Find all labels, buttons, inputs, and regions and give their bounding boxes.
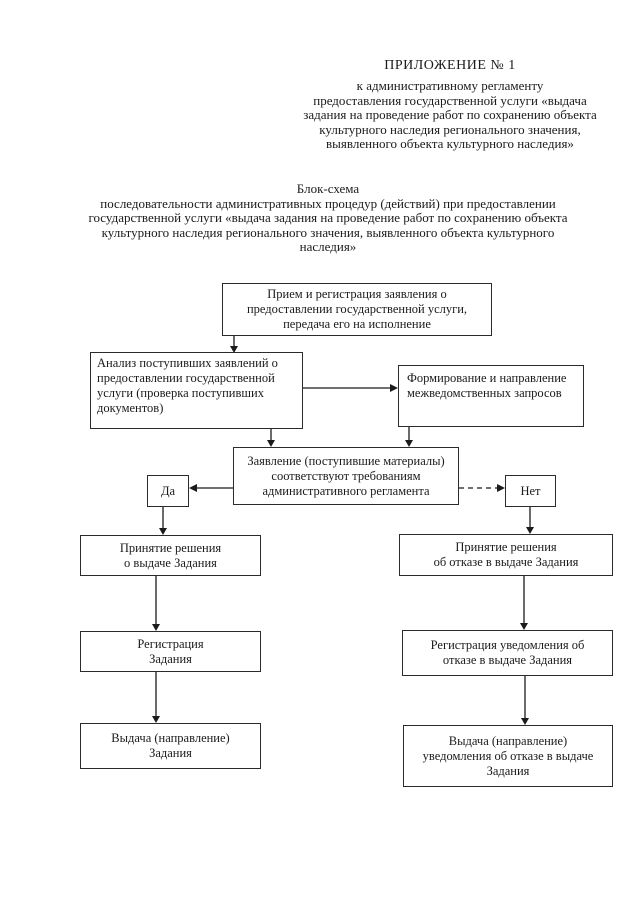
- flow-box-decision: Заявление (поступившие материалы) соотве…: [233, 447, 459, 505]
- flow-box-no: Нет: [505, 475, 556, 507]
- flow-box-interagency-requests: Формирование и направление межведомствен…: [398, 365, 584, 427]
- arrow-no-to-refuse-decision: [526, 507, 534, 534]
- flow-box-interagency-requests-label: Формирование и направление межведомствен…: [407, 371, 567, 400]
- flow-box-issue-task: Выдача (направление) Задания: [80, 723, 261, 769]
- flow-box-register-task: Регистрация Задания: [80, 631, 261, 672]
- flow-box-yes-label: Да: [160, 483, 176, 498]
- flow-box-reception: Прием и регистрация заявления о предоста…: [222, 283, 492, 336]
- flow-box-reception-label: Прием и регистрация заявления о предоста…: [246, 287, 468, 331]
- arrow-interagency-to-decision: [405, 427, 413, 447]
- arrow-reception-to-analysis: [230, 336, 238, 353]
- arrow-analysis-to-decision: [267, 429, 275, 447]
- scheme-title: Блок-схема последовательности администра…: [88, 181, 568, 254]
- arrow-refuse-to-register-refusal: [520, 576, 528, 630]
- flow-box-no-label: Нет: [520, 483, 541, 498]
- flow-box-approve-decision: Принятие решения о выдаче Задания: [80, 535, 261, 576]
- flow-box-analysis-label: Анализ поступивших заявлений о предостав…: [97, 356, 278, 415]
- flow-box-issue-refusal: Выдача (направление) уведомления об отка…: [403, 725, 613, 787]
- flow-box-issue-refusal-label: Выдача (направление) уведомления об отка…: [422, 733, 594, 778]
- appendix-subtitle: к административному регламенту предостав…: [303, 78, 597, 151]
- flow-box-analysis: Анализ поступивших заявлений о предостав…: [90, 352, 303, 429]
- arrow-decision-to-no: [459, 484, 505, 492]
- arrow-decision-to-yes: [189, 484, 233, 492]
- arrow-register-to-issue-task: [152, 672, 160, 723]
- flow-box-refuse-decision-label: Принятие решения об отказе в выдаче Зада…: [433, 540, 579, 569]
- flow-box-register-refusal: Регистрация уведомления об отказе в выда…: [402, 630, 613, 676]
- flow-box-refuse-decision: Принятие решения об отказе в выдаче Зада…: [399, 534, 613, 576]
- flow-box-register-task-label: Регистрация Задания: [137, 636, 204, 666]
- arrow-yes-to-approve-decision: [159, 507, 167, 535]
- appendix-title: ПРИЛОЖЕНИЕ № 1: [384, 58, 516, 73]
- flow-box-register-refusal-label: Регистрация уведомления об отказе в выда…: [430, 638, 585, 667]
- arrow-approve-to-register-task: [152, 576, 160, 631]
- flow-box-yes: Да: [147, 475, 189, 507]
- appendix-header: ПРИЛОЖЕНИЕ № 1 к административному регла…: [280, 57, 620, 152]
- arrow-register-refusal-to-issue-refusal: [521, 676, 529, 725]
- arrow-analysis-to-interagency: [303, 384, 398, 392]
- flow-box-approve-decision-label: Принятие решения о выдаче Задания: [119, 540, 222, 570]
- flow-box-decision-label: Заявление (поступившие материалы) соотве…: [247, 453, 445, 498]
- flow-box-issue-task-label: Выдача (направление) Задания: [111, 731, 230, 760]
